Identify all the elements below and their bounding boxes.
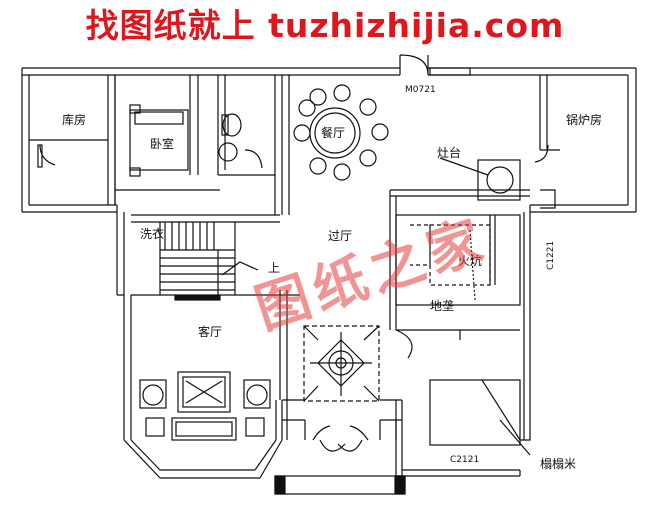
label-window-bottom: C2121 [450,455,479,465]
site-banner: 找图纸就上 tuzhizhijia.com [85,6,565,45]
entrance-step [274,475,406,495]
label-dining: 餐厅 [321,125,345,140]
label-window-right: C1221 [546,241,556,270]
bed [129,109,189,171]
label-pit: 地垄 [430,299,454,313]
label-boiler: 锅炉房 [566,112,602,127]
label-bedroom: 卧室 [150,136,174,151]
label-granary: 榻榻米 [540,457,576,471]
label-door-code: M0721 [405,85,436,95]
living-wall [279,290,413,400]
dining-wall [281,75,290,215]
kitchen-wall [389,189,530,330]
laundry-wall [131,214,300,296]
label-storage: 库房 [62,112,86,127]
label-stair-up: 上 [268,261,280,275]
top-door [399,54,429,76]
label-stove: 灶台 [437,145,461,160]
label-living: 客厅 [198,324,222,339]
entrance-door [304,420,381,441]
label-laundry: 洗衣 [140,226,164,241]
storage-wall [29,75,116,205]
floor-medallion [303,325,380,402]
dining-chairs [293,84,389,181]
stove-block [477,159,521,201]
bathroom-wall [217,75,276,215]
label-hall: 过厅 [328,229,352,243]
sofa-set [139,371,271,441]
staircase [160,222,259,295]
boiler-wall [539,75,560,151]
label-kitchen: 火炕 [458,253,482,268]
lower-wall [123,204,540,479]
tatami [429,379,521,446]
bedroom-wall [114,75,220,205]
